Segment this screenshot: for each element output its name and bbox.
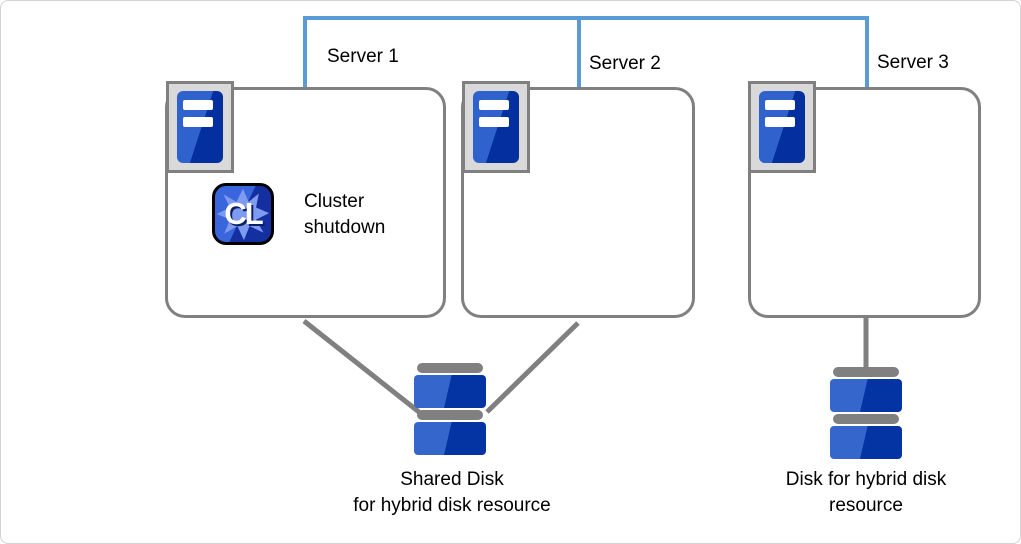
- hybrid-disk-label-line-2: resource: [829, 495, 903, 516]
- hybrid-disk-icon: [830, 367, 902, 461]
- disk-body: [414, 375, 486, 408]
- disk-platter-bar: [833, 367, 899, 377]
- shared-disk-label: Shared Disk for hybrid disk resource: [332, 467, 572, 519]
- interconnect-line: [303, 16, 869, 89]
- server-drive-slot: [183, 100, 213, 110]
- shared-disk-icon: [414, 363, 486, 457]
- server-drive-slot: [765, 117, 795, 127]
- server-drive-slot: [765, 100, 795, 110]
- server-tower-body: [177, 91, 223, 163]
- server-3-label: Server 3: [877, 52, 949, 73]
- server-tower-icon: [462, 81, 530, 173]
- cl-gear-icon: CL: [212, 183, 274, 245]
- server-1-label: Server 1: [327, 46, 399, 67]
- server-tower-body: [759, 91, 805, 163]
- server-2-label: Server 2: [589, 53, 661, 74]
- shared-disk-label-line-2: for hybrid disk resource: [353, 495, 551, 516]
- server-2-box: [461, 87, 695, 318]
- disk-body: [830, 426, 902, 459]
- gear-burst-icon: [216, 188, 270, 241]
- server-tower-icon: [748, 81, 816, 173]
- cl-icon-text: CL: [224, 196, 263, 231]
- server-drive-slot: [479, 117, 509, 127]
- cluster-action-line-1: Cluster: [304, 191, 365, 212]
- server-drive-slot: [479, 100, 509, 110]
- server-drive-slot: [183, 117, 213, 127]
- disk-body: [414, 422, 486, 455]
- cluster-action-label: Cluster shutdown: [304, 189, 385, 241]
- server-tower-icon: [166, 81, 234, 173]
- hybrid-disk-label-line-1: Disk for hybrid disk: [785, 469, 947, 490]
- shared-disk-label-line-1: Shared Disk: [400, 469, 504, 490]
- disk-connector-lines: [302, 317, 869, 414]
- disk-platter-bar: [833, 414, 899, 424]
- cluster-action-line-2: shutdown: [304, 217, 386, 238]
- disk-body: [830, 379, 902, 412]
- hybrid-disk-label: Disk for hybrid disk resource: [756, 467, 976, 519]
- disk-platter-bar: [417, 410, 483, 420]
- disk-platter-bar: [417, 363, 483, 373]
- server-tower-body: [473, 91, 519, 163]
